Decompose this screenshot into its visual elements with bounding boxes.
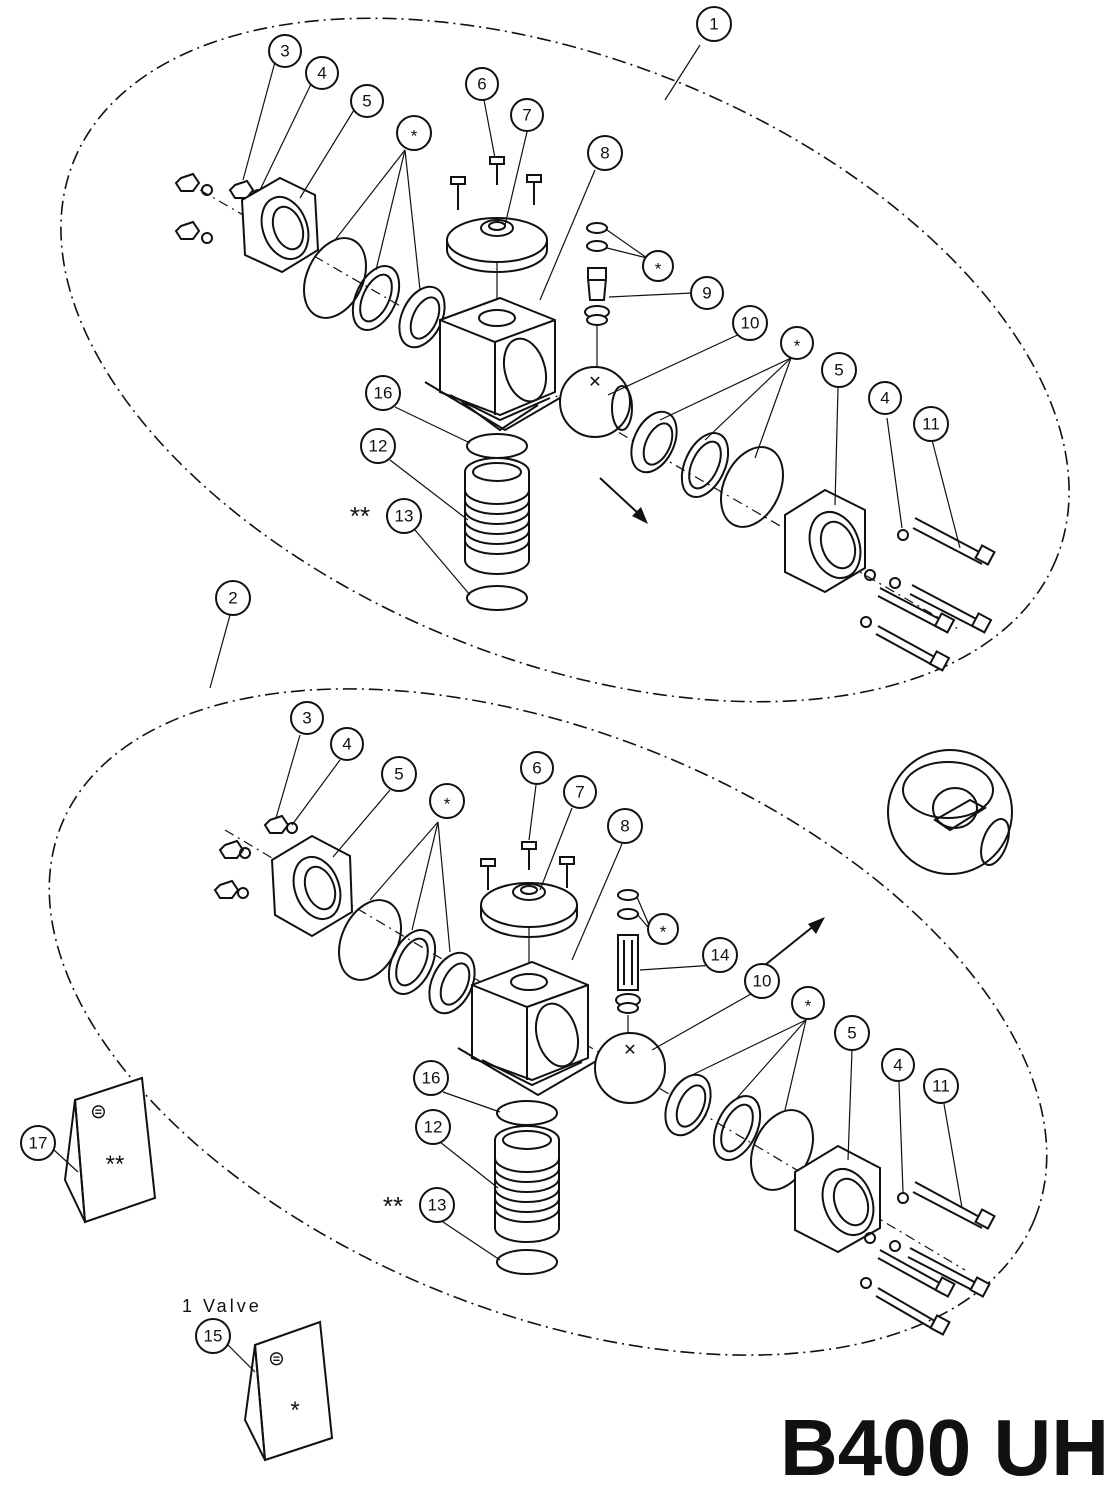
svg-text:5: 5	[394, 765, 403, 784]
bolts-right	[860, 517, 996, 672]
valve-body	[424, 296, 566, 432]
svg-text:10: 10	[753, 972, 772, 991]
svg-text:4: 4	[880, 389, 889, 408]
kit-bag-15: 1 Valve ⊜ * 15	[182, 1296, 334, 1462]
assembly-2-number: 2	[215, 580, 251, 616]
svg-text:6: 6	[477, 75, 486, 94]
o-ring-16	[466, 433, 528, 459]
assembly-1: 1	[60, 6, 1070, 703]
svg-text:4: 4	[893, 1056, 902, 1075]
svg-text:**: **	[350, 501, 370, 531]
svg-text:*: *	[444, 795, 451, 814]
svg-text:3: 3	[302, 709, 311, 728]
svg-text:8: 8	[600, 144, 609, 163]
valve-body-2	[457, 960, 599, 1097]
svg-text:12: 12	[369, 437, 388, 456]
svg-text:7: 7	[522, 106, 531, 125]
o-ring	[303, 237, 367, 319]
svg-text:*: *	[794, 337, 801, 356]
svg-text:13: 13	[395, 507, 414, 526]
ball: ✕	[559, 366, 633, 438]
extended-stem	[615, 889, 641, 1014]
svg-text:1: 1	[709, 15, 718, 34]
assembly-2: 2	[48, 580, 1048, 1356]
top-flange	[446, 217, 548, 273]
bolts-right-2	[860, 1181, 996, 1336]
svg-text:10: 10	[741, 314, 760, 333]
svg-text:*: *	[805, 997, 812, 1016]
assembly-1-boundary	[60, 17, 1070, 703]
assembly-1-number: 1	[696, 6, 732, 42]
svg-text:4: 4	[342, 735, 351, 754]
svg-text:9: 9	[702, 284, 711, 303]
model-title: B400 UH	[780, 1403, 1109, 1492]
assembly-2-boundary	[48, 688, 1048, 1356]
end-connector-right	[784, 488, 866, 594]
svg-text:5: 5	[834, 361, 843, 380]
svg-text:*: *	[655, 260, 662, 279]
brand-logo-icon: ⊜	[90, 1101, 107, 1123]
svg-text:**: **	[106, 1151, 125, 1178]
gasket-inner	[359, 273, 393, 323]
svg-text:13: 13	[428, 1196, 447, 1215]
end-connector-left-2	[270, 834, 354, 938]
nut-washer-set-left-2	[213, 814, 298, 899]
svg-text:✕: ✕	[588, 374, 601, 391]
svg-text:12: 12	[424, 1118, 443, 1137]
svg-text:17: 17	[29, 1134, 48, 1153]
svg-text:14: 14	[711, 946, 730, 965]
svg-text:16: 16	[374, 384, 393, 403]
flow-arrow	[599, 477, 648, 524]
stem	[584, 222, 610, 326]
svg-text:15: 15	[204, 1327, 223, 1346]
screws-top-2	[480, 841, 575, 890]
svg-text:6: 6	[532, 759, 541, 778]
exploded-parts-diagram: 1	[20, 6, 1070, 1462]
svg-text:*: *	[290, 1397, 299, 1424]
kit-bag-17: ⊜ ** 17	[20, 1076, 157, 1224]
svg-text:16: 16	[422, 1069, 441, 1088]
svg-text:1 Valve: 1 Valve	[182, 1296, 262, 1316]
brand-logo-icon: ⊜	[268, 1348, 285, 1370]
svg-text:11: 11	[932, 1077, 950, 1096]
svg-text:*: *	[411, 127, 418, 146]
nut-washer-set-left	[174, 172, 264, 244]
end-connector-left	[240, 176, 320, 274]
svg-text:3: 3	[280, 42, 289, 61]
svg-text:7: 7	[575, 783, 584, 802]
gasket-right	[680, 432, 730, 498]
svg-text:**: **	[383, 1191, 403, 1221]
svg-text:*: *	[660, 923, 667, 942]
o-ring-right	[720, 446, 784, 528]
ball-2: ✕	[594, 1032, 666, 1104]
o-ring-13	[466, 585, 528, 611]
svg-text:5: 5	[362, 92, 371, 111]
svg-text:5: 5	[847, 1024, 856, 1043]
ball-detail	[887, 749, 1013, 875]
screws-top	[450, 156, 542, 210]
union-adaptor-2	[494, 1125, 560, 1243]
gasket	[351, 265, 401, 331]
svg-text:8: 8	[620, 817, 629, 836]
callouts-assembly-1: 3 4 5 * 6 7 8 * 9 10 * 5 4 11 16 12 13 *…	[242, 34, 961, 596]
callouts-assembly-2: 3 4 5 * 6 7 8 * 14 10 * 5 4 11 16 12 13 …	[275, 701, 963, 1261]
end-connector-right-2	[794, 1144, 881, 1254]
svg-text:2: 2	[228, 589, 237, 608]
flow-arrow-2	[764, 917, 825, 966]
union-adaptor	[464, 457, 530, 575]
svg-text:11: 11	[922, 415, 940, 434]
seat-right	[630, 410, 678, 474]
svg-text:4: 4	[317, 64, 326, 83]
svg-text:✕: ✕	[623, 1042, 636, 1059]
